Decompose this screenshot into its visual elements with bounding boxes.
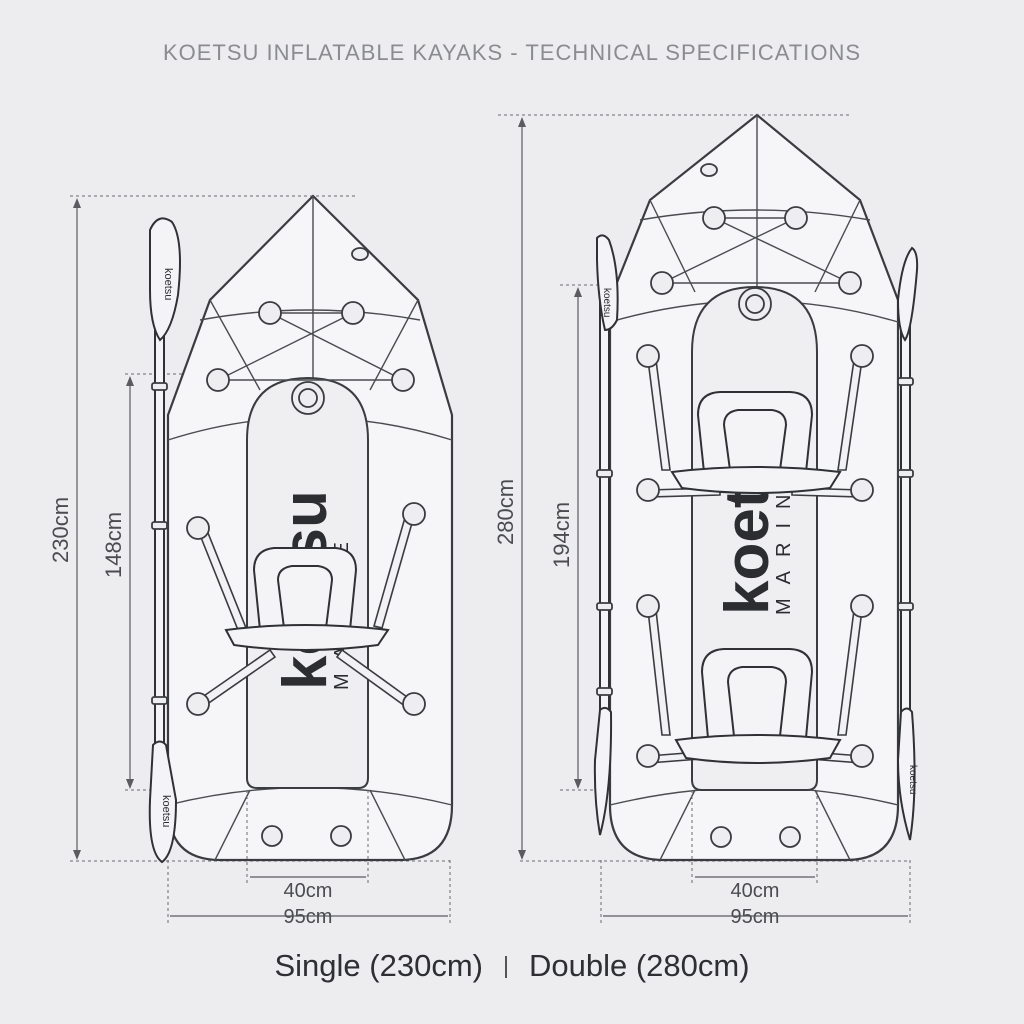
single-cockpit-label: 148cm — [101, 512, 126, 578]
single-floor-width-label: 40cm — [284, 880, 333, 902]
double-cockpit-label: 194cm — [549, 502, 574, 568]
double-rear-valves — [710, 826, 801, 848]
double-stern-seam-right — [814, 789, 851, 861]
model-caption: Single (230cm) Double (280cm) — [0, 948, 1024, 984]
single-paddle: koetsu koetsu — [148, 217, 181, 864]
double-paddle-left-mark: koetsu — [601, 288, 612, 317]
double-rear-seat — [674, 648, 842, 764]
double-stern-seam-left — [659, 789, 696, 861]
double-valve-inner — [745, 294, 765, 314]
double-beam-label: 95cm — [731, 906, 780, 928]
double-bungee — [650, 206, 862, 295]
single-kayak: koetsu MARINE koetsu — [48, 194, 454, 928]
page-title: KOETSU INFLATABLE KAYAKS - TECHNICAL SPE… — [162, 40, 862, 65]
single-seat-straps — [186, 502, 426, 716]
single-paddle-mark-top: koetsu — [162, 268, 174, 300]
double-kayak: koetsu MARINE — [493, 113, 919, 928]
double-length-label: 280cm — [493, 479, 518, 545]
single-rear-valves — [261, 825, 352, 847]
single-length-label: 230cm — [48, 497, 73, 563]
double-floor-subwordmark: MARINE — [773, 453, 795, 615]
double-front-seat — [670, 391, 842, 494]
single-bow-valve — [351, 247, 369, 261]
single-seat — [224, 547, 390, 651]
double-paddle-right-mark: koetsu — [907, 765, 918, 794]
single-stern-seam-left — [214, 789, 251, 861]
single-stern-seam-right — [369, 789, 406, 861]
single-valve-inner — [298, 388, 318, 408]
single-bow-seam-left — [209, 299, 261, 391]
single-bow-seam-right — [369, 299, 419, 391]
single-bungee — [206, 301, 415, 392]
caption-separator — [504, 956, 507, 978]
single-bow-seam — [199, 309, 421, 321]
single-beam-label: 95cm — [284, 906, 333, 928]
caption-single: Single (230cm) — [274, 948, 483, 983]
double-bow-seam-left — [649, 199, 696, 293]
double-bow-seam — [639, 209, 871, 221]
double-bow-seam-right — [814, 199, 861, 293]
double-bow-valve — [700, 163, 718, 177]
double-paddle-left: koetsu — [593, 234, 619, 836]
double-floor-width-label: 40cm — [731, 880, 780, 902]
single-paddle-mark-bottom: koetsu — [160, 795, 172, 827]
caption-double: Double (280cm) — [528, 948, 750, 983]
double-paddle-right: koetsu — [896, 246, 919, 841]
